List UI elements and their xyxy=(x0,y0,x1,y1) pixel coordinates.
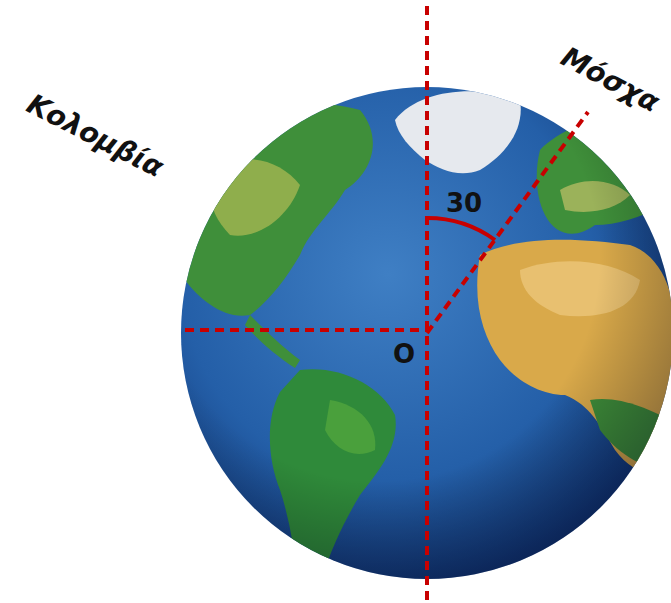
colombia-line xyxy=(185,328,427,332)
country-label: Κολομβία xyxy=(22,90,167,182)
angle-arc xyxy=(427,218,495,240)
moscow-line xyxy=(427,112,588,333)
reference-lines xyxy=(185,6,588,603)
center-label: O xyxy=(393,341,415,367)
city-label: Μόσχα xyxy=(557,43,664,118)
vertical-axis xyxy=(425,6,429,603)
angle-value: 30 xyxy=(446,190,482,216)
